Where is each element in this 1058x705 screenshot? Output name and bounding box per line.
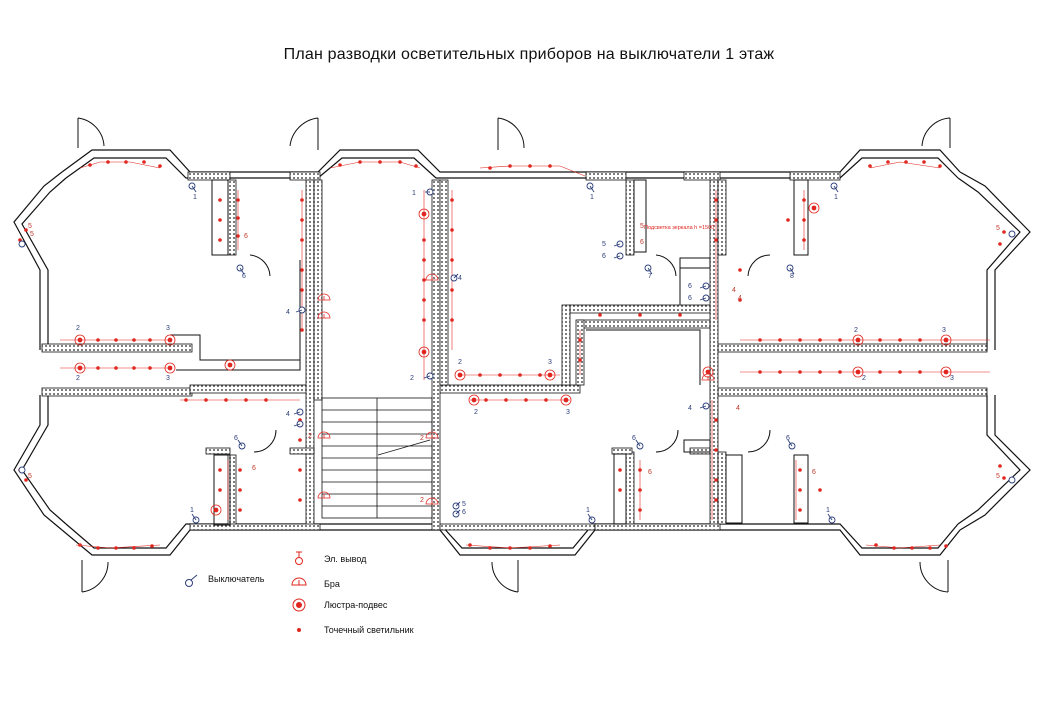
- svg-text:2: 2: [474, 409, 478, 416]
- svg-text:4: 4: [458, 275, 462, 282]
- svg-text:5: 5: [996, 225, 1000, 232]
- legend-switch-icon: [185, 574, 198, 587]
- svg-text:6: 6: [786, 435, 790, 442]
- svg-text:6: 6: [632, 435, 636, 442]
- svg-text:2: 2: [862, 375, 866, 382]
- legend-outlet-icon: [295, 551, 303, 565]
- chandeliers: [74, 202, 952, 516]
- svg-text:2: 2: [420, 497, 424, 504]
- svg-text:4: 4: [286, 411, 290, 418]
- svg-text:1: 1: [412, 190, 416, 197]
- svg-text:4: 4: [286, 309, 290, 316]
- outer-walls: [13, 149, 1031, 556]
- svg-text:5: 5: [28, 223, 32, 230]
- svg-text:6: 6: [688, 295, 692, 302]
- svg-text:4: 4: [732, 287, 736, 294]
- switches: [18, 182, 1016, 524]
- partition-walls: [41, 171, 988, 531]
- legend-sconce-label: Бра: [324, 579, 340, 589]
- svg-text:2: 2: [458, 359, 462, 366]
- svg-text:6: 6: [252, 465, 256, 472]
- doors: [77, 117, 951, 593]
- legend-spot-icon: [297, 628, 301, 632]
- svg-text:1: 1: [190, 507, 194, 514]
- svg-text:1: 1: [586, 507, 590, 514]
- svg-text:3: 3: [942, 327, 946, 334]
- legend-switch-label: Выключатель: [208, 574, 265, 584]
- svg-text:5: 5: [996, 473, 1000, 480]
- inner-walls: [170, 179, 809, 526]
- svg-text:6: 6: [648, 469, 652, 476]
- svg-text:3: 3: [166, 375, 170, 382]
- svg-text:2: 2: [76, 325, 80, 332]
- svg-text:4: 4: [736, 405, 740, 412]
- legend-chandelier-icon: [292, 598, 306, 612]
- svg-text:7: 7: [648, 273, 652, 280]
- svg-text:6: 6: [640, 239, 644, 246]
- svg-text:1: 1: [193, 194, 197, 201]
- svg-text:2: 2: [76, 375, 80, 382]
- svg-text:1: 1: [826, 507, 830, 514]
- page-title: План разводки осветительных приборов на …: [283, 46, 775, 63]
- svg-text:1: 1: [590, 194, 594, 201]
- svg-text:3: 3: [548, 359, 552, 366]
- svg-text:3: 3: [566, 409, 570, 416]
- svg-text:1: 1: [834, 194, 838, 201]
- spot-lights: [18, 160, 1006, 550]
- svg-text:3: 3: [166, 325, 170, 332]
- mirror-lighting-note: Подсветка зеркала h =1500: [644, 225, 714, 231]
- svg-text:5: 5: [640, 223, 644, 230]
- svg-text:4: 4: [688, 405, 692, 412]
- legend-spot-label: Точечный светильник: [324, 625, 414, 635]
- svg-text:2: 2: [420, 435, 424, 442]
- svg-text:6: 6: [602, 253, 606, 260]
- svg-text:2: 2: [308, 433, 312, 440]
- svg-text:2: 2: [410, 375, 414, 382]
- staircase: [321, 397, 433, 519]
- svg-text:6: 6: [242, 273, 246, 280]
- svg-text:6: 6: [688, 283, 692, 290]
- svg-text:3: 3: [950, 375, 954, 382]
- svg-text:6: 6: [462, 509, 466, 516]
- svg-text:2: 2: [854, 327, 858, 334]
- sconces: [317, 273, 715, 505]
- legend-chandelier-label: Люстра-подвес: [324, 600, 388, 610]
- svg-text:5: 5: [30, 231, 34, 238]
- svg-text:5: 5: [462, 501, 466, 508]
- svg-text:6: 6: [234, 435, 238, 442]
- legend: Выключатель Эл. вывод Бра Люстра-подвес …: [185, 551, 414, 635]
- svg-text:5: 5: [28, 473, 32, 480]
- svg-text:6: 6: [812, 469, 816, 476]
- svg-text:5: 5: [602, 241, 606, 248]
- svg-text:8: 8: [790, 273, 794, 280]
- svg-text:6: 6: [244, 233, 248, 240]
- svg-text:4: 4: [738, 295, 742, 302]
- legend-sconce-icon: [291, 577, 307, 586]
- legend-outlet-label: Эл. вывод: [324, 554, 367, 564]
